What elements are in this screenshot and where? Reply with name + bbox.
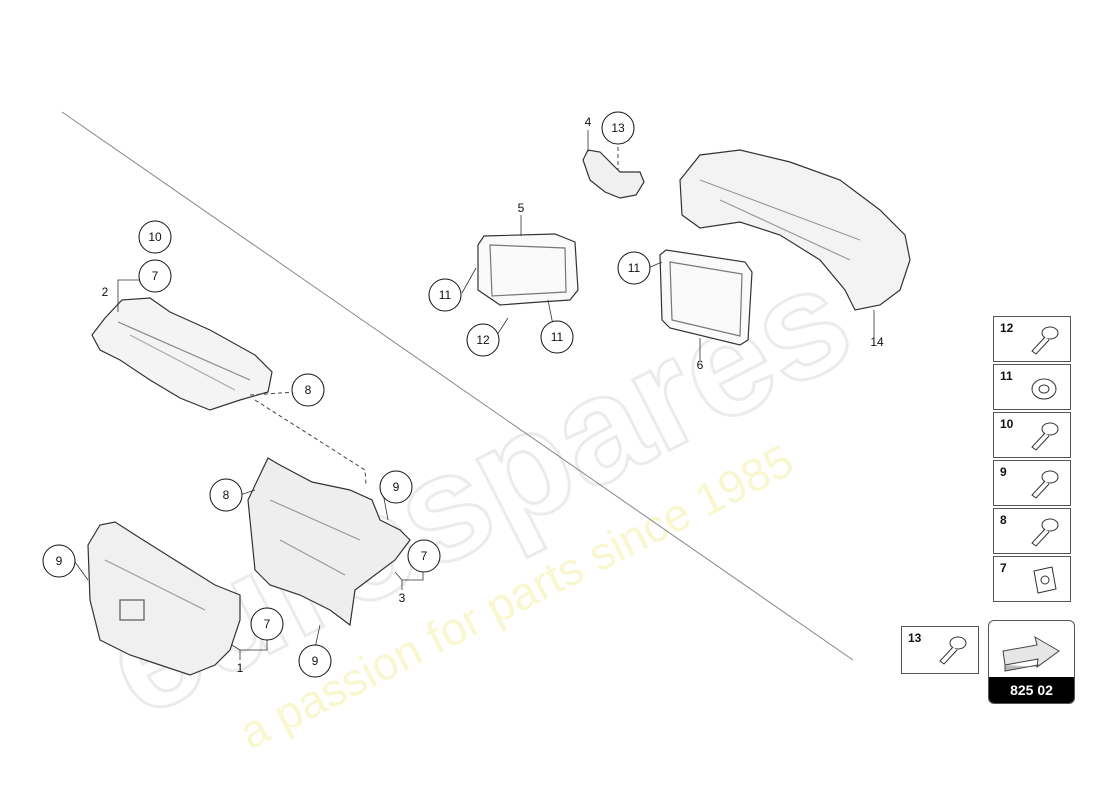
next-page-button[interactable]: 825 02 bbox=[988, 620, 1075, 704]
svg-text:7: 7 bbox=[264, 617, 271, 631]
svg-text:10: 10 bbox=[148, 230, 162, 244]
callout-9: 9 bbox=[379, 470, 413, 504]
flange-screw-icon bbox=[1031, 518, 1059, 547]
arrow-right-icon bbox=[1002, 635, 1060, 672]
callout-13: 13 bbox=[601, 111, 635, 145]
callout-7: 7 bbox=[250, 607, 284, 641]
svg-text:11: 11 bbox=[551, 330, 564, 344]
callouts: 10 7 8 13 11 12 11 11 9 8 7 9 7 9 bbox=[42, 111, 651, 678]
label-part-14: 14 bbox=[870, 335, 884, 349]
label-part-2: 2 bbox=[102, 285, 109, 299]
legend-number: 12 bbox=[1000, 321, 1014, 335]
legend-number: 13 bbox=[908, 631, 922, 645]
callout-8: 8 bbox=[209, 478, 243, 512]
part-5-frame-panel bbox=[477, 233, 579, 306]
callout-10: 10 bbox=[138, 220, 172, 254]
part-1-lower-shield bbox=[87, 521, 241, 676]
part-2-upper-shield bbox=[91, 297, 273, 411]
callout-12: 12 bbox=[466, 323, 500, 357]
svg-text:12: 12 bbox=[476, 333, 490, 347]
callout-11: 11 bbox=[617, 251, 651, 285]
flange-screw-icon bbox=[939, 636, 967, 665]
svg-text:11: 11 bbox=[439, 288, 452, 302]
svg-text:8: 8 bbox=[305, 383, 312, 397]
label-part-3: 3 bbox=[399, 591, 406, 605]
legend-item: 9 bbox=[993, 460, 1071, 506]
legend-item: 11 bbox=[993, 364, 1071, 410]
callout-8: 8 bbox=[291, 373, 325, 407]
legend-item: 7 bbox=[993, 556, 1071, 602]
flange-screw-icon bbox=[1031, 470, 1059, 499]
callout-9: 9 bbox=[298, 644, 332, 678]
legend-number: 10 bbox=[1000, 417, 1014, 431]
watermark: eurospares a passion for parts since 198… bbox=[77, 230, 877, 759]
svg-text:9: 9 bbox=[393, 480, 400, 494]
legend-number: 11 bbox=[1000, 369, 1013, 383]
svg-text:13: 13 bbox=[611, 121, 625, 135]
legend-item: 8 bbox=[993, 508, 1071, 554]
part-6-gasket-panel bbox=[659, 249, 753, 346]
callout-7: 7 bbox=[138, 259, 172, 293]
legend-item: 10 bbox=[993, 412, 1071, 458]
flange-screw-icon bbox=[1031, 422, 1059, 451]
label-part-4: 4 bbox=[585, 115, 592, 129]
label-part-5: 5 bbox=[518, 201, 525, 215]
callout-11: 11 bbox=[540, 320, 574, 354]
part-3-center-shield bbox=[247, 457, 411, 627]
section-divider-line bbox=[61, 111, 854, 661]
dashed-leader-8 bbox=[249, 391, 367, 486]
svg-text:9: 9 bbox=[312, 654, 319, 668]
legend-number: 7 bbox=[1000, 561, 1007, 575]
svg-text:8: 8 bbox=[223, 488, 230, 502]
flange-screw-icon bbox=[1031, 326, 1059, 355]
part-4-bracket bbox=[582, 149, 645, 199]
label-part-1: 1 bbox=[237, 661, 244, 675]
clip-nut-icon bbox=[1033, 566, 1057, 594]
part-number-labels: 2 4 5 6 14 3 1 bbox=[102, 115, 884, 675]
callout-7: 7 bbox=[407, 539, 441, 573]
legend-item: 12 bbox=[993, 316, 1071, 362]
fastener-13-box: 13 bbox=[901, 626, 979, 674]
part-14-tunnel-housing bbox=[679, 149, 911, 311]
svg-text:11: 11 bbox=[628, 261, 641, 275]
svg-text:7: 7 bbox=[421, 549, 428, 563]
legend-number: 8 bbox=[1000, 513, 1007, 527]
label-part-6: 6 bbox=[697, 358, 704, 372]
svg-text:9: 9 bbox=[56, 554, 63, 568]
callout-11: 11 bbox=[428, 278, 462, 312]
page-code: 825 02 bbox=[989, 677, 1074, 703]
callout-9: 9 bbox=[42, 544, 76, 578]
svg-text:7: 7 bbox=[152, 269, 159, 283]
legend-number: 9 bbox=[1000, 465, 1007, 479]
washer-nut-icon bbox=[1031, 378, 1057, 400]
